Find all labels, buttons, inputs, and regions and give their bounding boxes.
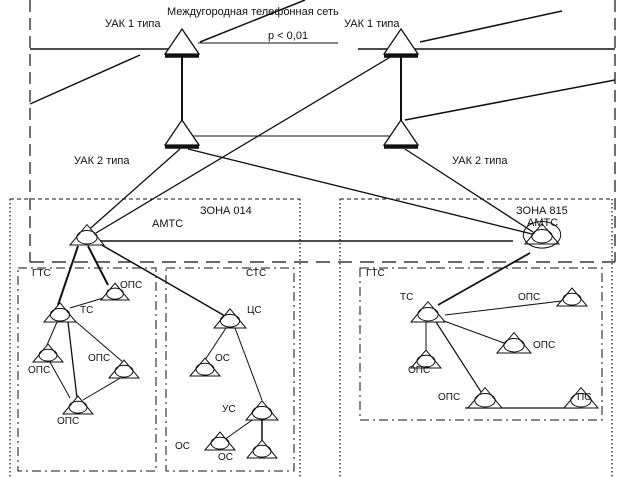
probability-label: р < 0,01 bbox=[268, 30, 308, 42]
us-label: УС bbox=[222, 404, 236, 415]
intercity-network-boundary bbox=[29, 0, 616, 263]
ops-r2-node bbox=[495, 331, 533, 354]
ts-left-node bbox=[42, 302, 78, 323]
uak1-left-node bbox=[163, 27, 201, 58]
gts-right-boundary bbox=[359, 267, 603, 421]
os1-node bbox=[188, 357, 222, 377]
os2-node bbox=[203, 431, 237, 451]
uak2-right-node bbox=[382, 118, 420, 149]
ps-node bbox=[562, 386, 600, 409]
ops-l2-label: ОПС bbox=[28, 365, 50, 376]
zone-014-boundary bbox=[9, 198, 301, 478]
cs-label: ЦС bbox=[247, 305, 262, 316]
uak2-right-label: УАК 2 типа bbox=[452, 155, 508, 167]
zone-815-boundary bbox=[339, 198, 613, 478]
ops-r3-label: ОПС bbox=[408, 365, 430, 376]
nodes bbox=[31, 27, 600, 459]
ts-right-node bbox=[409, 300, 447, 323]
uak2-left-label: УАК 2 типа bbox=[74, 155, 130, 167]
zone-014-links bbox=[46, 243, 263, 441]
amts-right-label: АМТС bbox=[527, 217, 558, 229]
uak2-left-node bbox=[163, 118, 201, 149]
ts-left-label: ТС bbox=[80, 305, 93, 316]
amts-right-node bbox=[522, 221, 562, 249]
gts-right-label: ГТС bbox=[366, 268, 385, 279]
sts-boundary bbox=[165, 267, 295, 472]
uak1-left-label: УАК 1 типа bbox=[105, 18, 161, 30]
amts-left-node bbox=[68, 223, 106, 246]
ops-l1-node bbox=[99, 282, 131, 301]
ops-r2-label: ОПС bbox=[533, 340, 555, 351]
ps-label: ПС bbox=[577, 392, 591, 403]
ts-right-label: ТС bbox=[400, 292, 413, 303]
ops-l3-label: ОПС bbox=[88, 353, 110, 364]
ops-r1-label: ОПС bbox=[518, 292, 540, 303]
zone-815-links bbox=[425, 252, 580, 409]
title-label: Междугородная телефонная сеть bbox=[167, 6, 339, 18]
ops-r4-node bbox=[466, 386, 504, 409]
zone-014-label: ЗОНА 014 bbox=[200, 205, 252, 217]
ops-r4-label: ОПС bbox=[438, 392, 460, 403]
intercity-links bbox=[29, 0, 616, 242]
us-node bbox=[244, 400, 280, 421]
amts-left-label: АМТС bbox=[152, 218, 183, 230]
zone-815-label: ЗОНА 815 bbox=[516, 205, 568, 217]
os3-label: ОС bbox=[218, 452, 233, 463]
gts-left-label: ГТС bbox=[32, 268, 51, 279]
os1-label: ОС bbox=[215, 353, 230, 364]
ops-l1-label: ОПС bbox=[120, 280, 142, 291]
sts-label: СТС bbox=[246, 268, 266, 279]
ops-l4-node bbox=[61, 395, 95, 415]
ops-l3-node bbox=[107, 359, 141, 379]
ops-r3-node bbox=[409, 349, 443, 369]
os2-label: ОС bbox=[175, 441, 190, 452]
ops-l4-label: ОПС bbox=[57, 416, 79, 427]
cs-node bbox=[212, 308, 248, 329]
uak1-right-node bbox=[382, 27, 420, 58]
ops-l2-node bbox=[31, 343, 65, 363]
uak1-right-label: УАК 1 типа bbox=[344, 18, 400, 30]
ops-r1-node bbox=[555, 287, 589, 307]
os3-node bbox=[245, 439, 279, 459]
